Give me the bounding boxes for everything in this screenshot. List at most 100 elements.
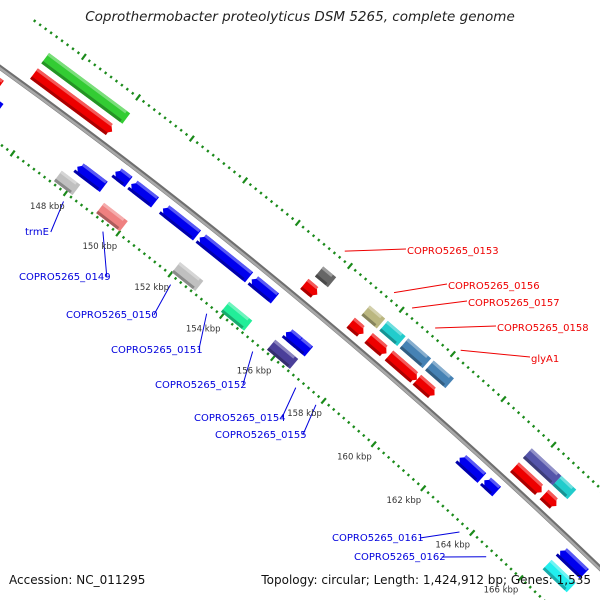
inner-ring-minor-tick <box>48 179 52 183</box>
outer-ring-major-tick <box>294 219 301 227</box>
outer-ring-minor-tick <box>476 374 480 379</box>
gene-feature[interactable] <box>127 179 159 208</box>
gene-label[interactable]: COPRO5265_0150 <box>66 310 158 321</box>
inner-ring-minor-tick <box>426 491 430 495</box>
inner-ring-minor-tick <box>494 553 499 558</box>
inner-ring-minor-tick <box>441 504 445 508</box>
gene-highlight <box>0 72 4 83</box>
gene-highlight <box>488 477 501 489</box>
outer-ring-minor-tick <box>531 424 536 429</box>
inner-ring-minor-tick <box>179 280 183 285</box>
accession-label: Accession: NC_011295 <box>9 573 146 587</box>
gene-feature[interactable] <box>555 546 589 579</box>
gene-feature[interactable] <box>479 475 502 497</box>
gene-label[interactable]: COPRO5265_0161 <box>332 533 424 544</box>
inner-ring-minor-tick <box>337 412 341 416</box>
gene-shadow <box>455 460 478 481</box>
gene-feature[interactable] <box>399 338 432 369</box>
gene-feature[interactable] <box>220 301 253 331</box>
gene-feature[interactable] <box>281 327 303 348</box>
gene-label[interactable]: COPRO5265_0152 <box>155 380 247 391</box>
gene-feature[interactable] <box>379 320 406 347</box>
gene-feature[interactable] <box>0 71 4 92</box>
inner-ring-minor-tick <box>251 339 255 343</box>
gene-label[interactable]: glyA1 <box>531 354 559 365</box>
gene-feature[interactable] <box>384 350 421 385</box>
inner-ring-minor-tick <box>347 420 351 425</box>
outer-ring-minor-tick <box>152 107 156 112</box>
gene-feature[interactable] <box>73 162 108 193</box>
gene-highlight <box>119 168 132 179</box>
gene-highlight <box>367 305 383 319</box>
gene-feature[interactable] <box>412 374 439 400</box>
gene-shadow <box>41 61 122 122</box>
gene-label[interactable]: COPRO5265_0156 <box>448 281 540 292</box>
inner-ring-major-tick <box>115 229 122 237</box>
outer-ring-minor-tick <box>184 132 189 137</box>
outer-ring-minor-tick <box>466 365 470 370</box>
outer-ring-minor-tick <box>516 411 521 415</box>
outer-ring-major-tick <box>242 176 249 184</box>
gene-feature[interactable] <box>195 232 254 283</box>
gene-feature[interactable] <box>96 202 128 232</box>
inner-ring-minor-tick <box>431 495 435 499</box>
inner-ring-minor-tick <box>16 155 20 159</box>
gene-label[interactable]: COPRO5265_0151 <box>111 345 203 356</box>
outer-ring-minor-tick <box>322 242 326 247</box>
gene-body <box>220 301 253 331</box>
inner-ring-minor-tick <box>194 293 198 297</box>
outer-ring-major-tick <box>500 395 507 403</box>
gene-feature[interactable] <box>314 266 337 288</box>
outer-ring-minor-tick <box>430 334 435 338</box>
gene-feature[interactable] <box>539 489 561 511</box>
gene-feature[interactable] <box>300 278 321 300</box>
inner-ring-minor-tick <box>153 260 157 264</box>
gene-feature[interactable] <box>510 462 546 497</box>
inner-ring-minor-tick <box>446 508 450 513</box>
gene-highlight <box>564 548 589 571</box>
gene-feature[interactable] <box>0 86 4 115</box>
outer-ring-minor-tick <box>546 438 551 442</box>
gene-label[interactable]: COPRO5265_0157 <box>468 298 560 309</box>
outer-ring-minor-tick <box>232 170 237 174</box>
gene-body <box>399 338 432 369</box>
gene-feature[interactable] <box>364 333 390 358</box>
inner-ring-minor-tick <box>163 268 167 272</box>
inner-ring-minor-tick <box>499 558 503 562</box>
gene-feature[interactable] <box>30 68 116 137</box>
outer-ring-minor-tick <box>591 479 595 484</box>
backbone-line <box>0 66 600 572</box>
gene-feature[interactable] <box>346 317 368 339</box>
gene-label[interactable]: COPRO5265_0162 <box>354 552 446 563</box>
gene-feature[interactable] <box>247 274 280 304</box>
gene-feature[interactable] <box>53 170 81 196</box>
gene-feature[interactable] <box>111 167 133 188</box>
gene-feature[interactable] <box>522 448 562 486</box>
gene-feature[interactable] <box>291 336 314 357</box>
gene-label[interactable]: trmE <box>25 227 49 238</box>
tick-label: 148 kbp <box>30 202 65 212</box>
gene-body <box>131 182 159 208</box>
inner-ring-minor-tick <box>411 477 416 482</box>
gene-label[interactable]: COPRO5265_0155 <box>215 430 307 441</box>
outer-ring-minor-tick <box>168 120 173 124</box>
gene-feature[interactable] <box>552 475 577 500</box>
gene-feature[interactable] <box>158 203 202 241</box>
gene-feature[interactable] <box>542 559 576 593</box>
gene-feature[interactable] <box>171 262 204 291</box>
gene-label[interactable]: COPRO5265_0149 <box>19 272 111 283</box>
gene-feature[interactable] <box>455 453 487 483</box>
outer-ring-minor-tick <box>491 388 496 392</box>
gene-label[interactable]: COPRO5265_0154 <box>194 413 286 424</box>
gene-feature[interactable] <box>41 52 131 124</box>
outer-ring-minor-tick <box>379 290 383 294</box>
gene-label[interactable]: COPRO5265_0158 <box>497 323 589 334</box>
gene-label[interactable]: COPRO5265_0153 <box>407 246 499 257</box>
gene-feature[interactable] <box>267 339 299 369</box>
gene-feature[interactable] <box>361 305 386 329</box>
outer-ring-minor-tick <box>526 420 531 424</box>
gene-feature[interactable] <box>425 360 454 389</box>
outer-ring-major-tick <box>80 53 87 61</box>
gene-body <box>379 320 406 347</box>
